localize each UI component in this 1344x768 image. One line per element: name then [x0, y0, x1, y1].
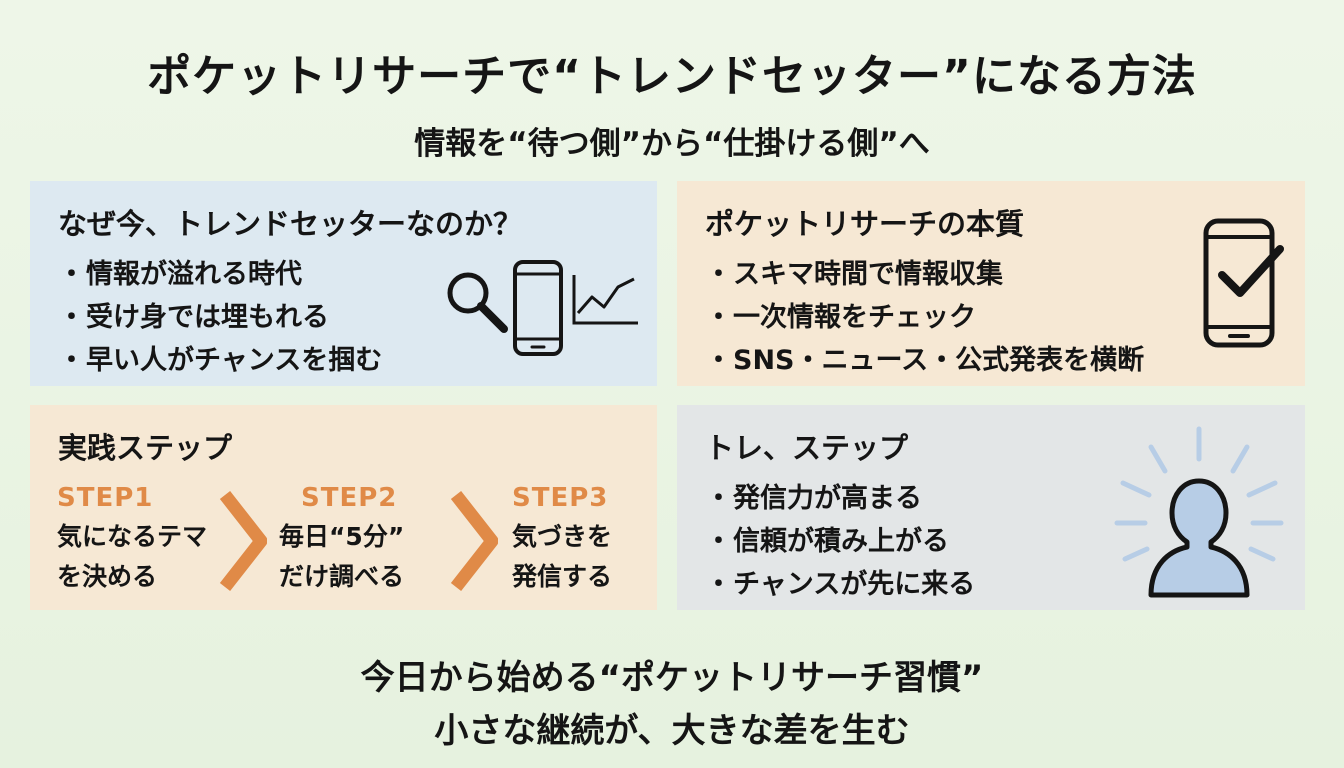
why-panel-title: なぜ今、トレンドセッターなのか？	[58, 207, 523, 241]
bullet: ・	[705, 345, 732, 376]
essence-item: ・一次情報をチェック	[705, 296, 1144, 339]
footer-tagline: 小さな継続が、大きな差を生む	[434, 711, 910, 751]
page-title: ポケットリサーチで“トレンドセッター”になる方法	[147, 51, 1197, 102]
effects-item: ・発信力が高まる	[705, 477, 975, 520]
essence-panel-title: ポケットリサーチの本質	[705, 207, 1025, 241]
phone-check-icon	[1203, 218, 1284, 348]
effects-panel-title: トレ、ステップ	[705, 431, 909, 465]
step-text: 気になるテマ	[57, 522, 208, 551]
bullet: ・	[58, 345, 85, 376]
why-panel: なぜ今、トレンドセッターなのか？ ・情報が溢れる時代 ・受け身では埋もれる ・早…	[30, 181, 657, 386]
effects-item: ・信頼が積み上がる	[705, 520, 975, 563]
step-text: 気づきを	[512, 522, 613, 551]
step-text: を決める	[57, 562, 158, 591]
footer-headline: 今日から始める“ポケットリサーチ習慣”	[360, 658, 984, 698]
essence-panel: ポケットリサーチの本質 ・スキマ時間で情報収集 ・一次情報をチェック ・SNS・…	[677, 181, 1305, 386]
magnifier-icon	[447, 272, 508, 333]
essence-list: ・スキマ時間で情報収集 ・一次情報をチェック ・SNS・ニュース・公式発表を横断	[705, 253, 1144, 382]
step-1: STEP1 気になるテマ を決める	[57, 483, 207, 597]
why-item: ・情報が溢れる時代	[58, 253, 382, 296]
bullet: ・	[705, 569, 732, 600]
step-text: 発信する	[512, 562, 613, 591]
person-glow-icon	[1114, 426, 1284, 598]
why-item: ・受け身では埋もれる	[58, 296, 382, 339]
effects-panel: トレ、ステップ ・発信力が高まる ・信頼が積み上がる ・チャンスが先に来る	[677, 405, 1305, 610]
step-label: STEP3	[512, 483, 609, 513]
line-chart-icon	[572, 275, 638, 325]
bullet: ・	[705, 483, 732, 514]
page-subtitle: 情報を“待つ側”から“仕掛ける側”へ	[414, 126, 930, 162]
step-text: 毎日“5分”	[279, 522, 405, 551]
step-2: STEP2 毎日“5分” だけ調べる	[279, 483, 404, 597]
effects-item: ・チャンスが先に来る	[705, 563, 975, 606]
step-3: STEP3 気づきを 発信する	[512, 483, 612, 597]
arrow-right-icon	[450, 490, 498, 592]
effects-list: ・発信力が高まる ・信頼が積み上がる ・チャンスが先に来る	[705, 477, 975, 606]
why-item: ・早い人がチャンスを掴む	[58, 339, 382, 382]
bullet: ・	[705, 526, 732, 557]
bullet: ・	[705, 259, 732, 290]
essence-item: ・スキマ時間で情報収集	[705, 253, 1144, 296]
smartphone-icon	[513, 260, 563, 356]
essence-item: ・SNS・ニュース・公式発表を横断	[705, 339, 1144, 382]
steps-panel: 実践ステップ STEP1 気になるテマ を決める STEP2 毎日“5分” だけ…	[30, 405, 657, 610]
bullet: ・	[58, 259, 85, 290]
step-label: STEP2	[301, 483, 398, 513]
bullet: ・	[58, 302, 85, 333]
why-list: ・情報が溢れる時代 ・受け身では埋もれる ・早い人がチャンスを掴む	[58, 253, 382, 382]
step-label: STEP1	[57, 483, 154, 513]
step-text: だけ調べる	[279, 562, 405, 591]
arrow-right-icon	[219, 490, 267, 592]
steps-panel-title: 実践ステップ	[58, 431, 233, 465]
bullet: ・	[705, 302, 732, 333]
